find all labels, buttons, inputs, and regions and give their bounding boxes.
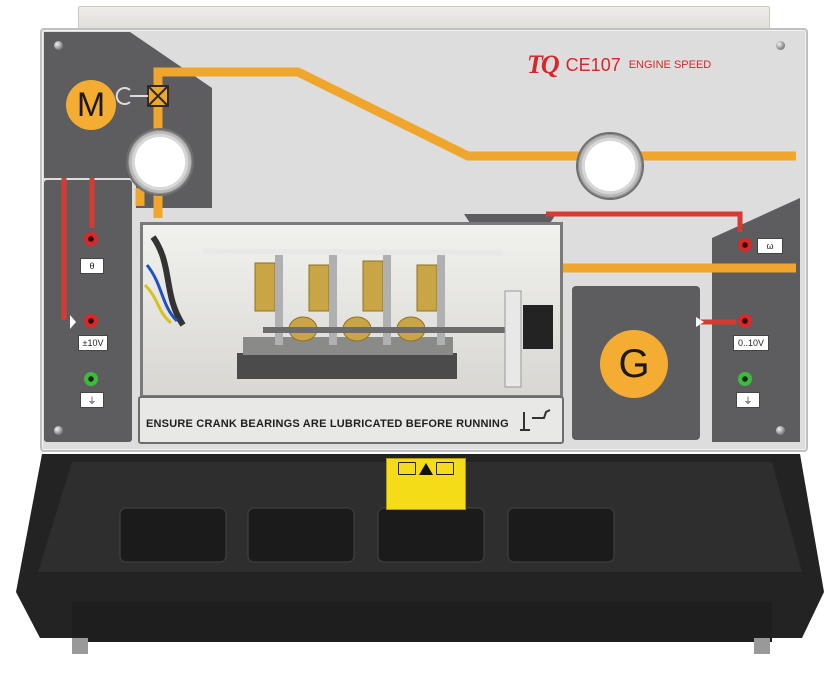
sticker-fine-print (425, 477, 426, 482)
air-pipe (153, 67, 796, 218)
motor-symbol: M (66, 80, 116, 130)
output-range-label: 0..10V (733, 335, 769, 351)
pressure-gauge (578, 134, 642, 198)
oil-can-icon (518, 402, 552, 436)
omega-socket[interactable] (738, 238, 752, 252)
screw-icon (54, 41, 63, 50)
ground-icon: ⏚ (80, 392, 104, 408)
book-icon (436, 462, 454, 475)
flywheel (504, 290, 522, 388)
engine-viewing-window (140, 222, 563, 398)
theta-terminal-label: θ (80, 258, 104, 274)
wiring-harness (150, 235, 186, 327)
brand-block: TQ CE107 ENGINE SPEED (527, 50, 711, 80)
safety-sticker (386, 458, 466, 510)
equipment-base (16, 454, 824, 654)
generator-symbol: G (600, 330, 668, 398)
ground-socket[interactable] (84, 372, 98, 386)
ground-icon: ⏚ (736, 392, 760, 408)
model-number: CE107 (565, 54, 621, 75)
shaft-coupling (523, 305, 553, 349)
omega-terminal-label: ω (757, 238, 783, 254)
screw-icon (776, 426, 785, 435)
screw-icon (776, 41, 785, 50)
warning-strip (138, 396, 564, 444)
book-icon (398, 462, 416, 475)
pressure-gauge (128, 130, 192, 194)
motor-label: M (76, 85, 106, 124)
screw-icon (54, 426, 63, 435)
lubrication-warning: ENSURE CRANK BEARINGS ARE LUBRICATED BEF… (146, 418, 509, 430)
input-socket[interactable] (84, 314, 98, 328)
crank-mechanism (143, 235, 553, 388)
generator-label: G (618, 341, 650, 386)
brand-logo: TQ (527, 50, 560, 79)
omega-signal-line (546, 211, 743, 232)
ground-socket[interactable] (738, 372, 752, 386)
product-name: ENGINE SPEED (628, 59, 712, 71)
crankshaft (263, 327, 513, 333)
right-terminal-zone (712, 198, 800, 442)
engine-base (237, 353, 457, 379)
oil-tube (202, 248, 504, 256)
input-range-label: ±10V (78, 335, 108, 351)
output-socket[interactable] (738, 314, 752, 328)
warning-triangle-icon (419, 462, 433, 475)
theta-socket[interactable] (84, 232, 98, 246)
